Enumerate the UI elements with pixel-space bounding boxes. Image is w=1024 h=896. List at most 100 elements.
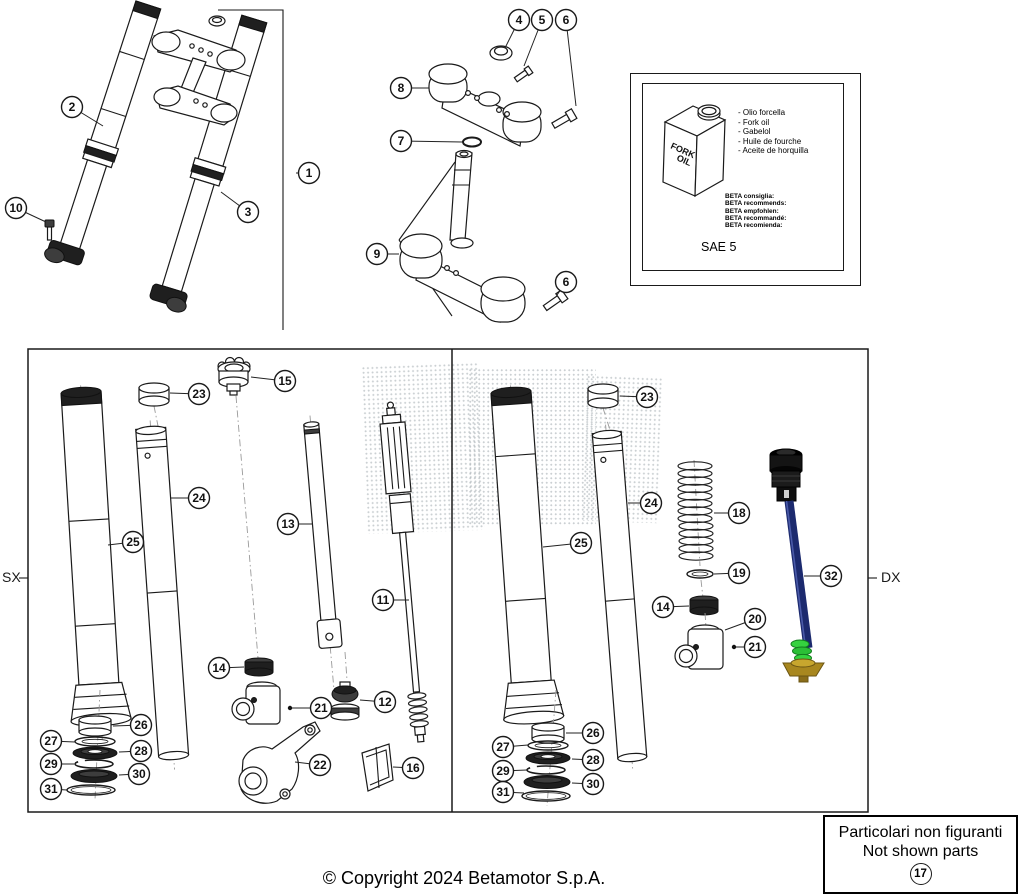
svg-text:28: 28 — [134, 744, 148, 758]
right-side-label: DX — [881, 569, 901, 585]
callout-15: 15 — [250, 369, 297, 393]
callout-32: 32 — [804, 564, 843, 588]
callout-26: 26 — [112, 713, 153, 737]
fork-oil-info-box: FORK OIL - Olio forcella - Fork oil - Ga… — [630, 73, 861, 286]
svg-text:19: 19 — [732, 566, 746, 580]
callout-21: 21 — [287, 696, 333, 720]
callout-31: 31 — [491, 780, 525, 804]
callout-14: 14 — [207, 656, 245, 680]
svg-text:30: 30 — [586, 777, 600, 791]
svg-text:27: 27 — [44, 734, 58, 748]
callout-7: 7 — [389, 129, 463, 153]
copyright-line: © Copyright 2024 Betamotor S.p.A. — [322, 868, 606, 888]
callout-6: 6 — [554, 270, 578, 296]
beta-recommendation-item: BETA recomienda: — [725, 222, 783, 230]
svg-text:5: 5 — [539, 13, 546, 27]
oil-name-item: - Gabelol — [738, 127, 771, 136]
callout-23: 23 — [619, 385, 659, 409]
callout-5: 5 — [523, 8, 554, 67]
callout-27: 27 — [491, 735, 529, 759]
callout-18: 18 — [714, 501, 751, 525]
svg-text:16: 16 — [406, 761, 420, 775]
front-fork-assembly-drawing — [44, 0, 268, 313]
callout-29: 29 — [491, 759, 528, 783]
svg-text:12: 12 — [378, 695, 392, 709]
not-shown-parts-box: Particolari non figuranti Not shown part… — [823, 815, 1018, 894]
callout-16: 16 — [392, 756, 425, 780]
oil-name-item: - Fork oil — [738, 117, 770, 127]
callout-1: 1 — [296, 161, 321, 185]
svg-text:23: 23 — [640, 390, 654, 404]
callout-layer: 2 10 3 14 5 6 8 7 9 6 23 15 24 25 13 11 14 12 21 22 16 26 27 28… — [4, 8, 843, 804]
cartridge-32-drawing — [769, 448, 825, 683]
callout-24: 24 — [628, 491, 663, 515]
callout-19: 19 — [713, 561, 751, 585]
beta-recommendation-list: BETA consiglia: BETA recommends: BETA em… — [725, 193, 786, 229]
callout-24: 24 — [171, 486, 211, 510]
svg-text:14: 14 — [212, 661, 226, 675]
svg-text:28: 28 — [586, 753, 600, 767]
callout-3: 3 — [220, 191, 260, 224]
svg-text:9: 9 — [374, 247, 381, 261]
svg-text:2: 2 — [69, 100, 76, 114]
callout-21: 21 — [731, 635, 767, 659]
parts-boxes — [19, 348, 877, 813]
svg-text:32: 32 — [824, 569, 838, 583]
svg-text:30: 30 — [132, 767, 146, 781]
callout-11: 11 — [371, 588, 409, 612]
svg-text:3: 3 — [245, 205, 252, 219]
callout-14: 14 — [651, 595, 690, 619]
callout-20: 20 — [724, 607, 767, 631]
oil-grade-label: SAE 5 — [701, 240, 737, 254]
svg-text:14: 14 — [656, 600, 670, 614]
callout-22: 22 — [294, 753, 332, 777]
svg-text:24: 24 — [192, 491, 206, 505]
callout-6: 6 — [554, 8, 578, 107]
svg-text:24: 24 — [644, 496, 658, 510]
callout-2: 2 — [60, 95, 104, 127]
svg-text:18: 18 — [732, 506, 746, 520]
svg-text:31: 31 — [44, 782, 58, 796]
svg-text:21: 21 — [748, 640, 762, 654]
triple-clamps-drawing — [398, 45, 578, 323]
beta-recommendation-item: BETA consiglia: — [725, 193, 775, 200]
svg-text:25: 25 — [126, 535, 140, 549]
svg-text:22: 22 — [313, 758, 327, 772]
svg-text:26: 26 — [134, 718, 148, 732]
callout-13: 13 — [276, 512, 313, 536]
beta-recommendation-item: BETA empfohlen: — [725, 207, 779, 215]
callout-30: 30 — [571, 772, 605, 796]
svg-text:29: 29 — [496, 764, 510, 778]
not-shown-line-italian: Particolari non figuranti — [838, 824, 1003, 841]
svg-text:23: 23 — [192, 387, 206, 401]
svg-text:27: 27 — [496, 740, 510, 754]
svg-text:25: 25 — [574, 536, 588, 550]
svg-text:31: 31 — [496, 785, 510, 799]
oil-name-item: - Huile de fourche — [738, 136, 802, 146]
callout-8: 8 — [389, 76, 429, 100]
sx-fork-leg-parts-drawing — [60, 356, 429, 804]
svg-text:10: 10 — [9, 201, 23, 215]
beta-recommendation-item: BETA recommends: — [725, 200, 787, 208]
svg-text:6: 6 — [563, 275, 570, 289]
callout-28: 28 — [571, 748, 605, 772]
bolt-10-drawing — [44, 219, 55, 241]
callout-17: 17 — [909, 863, 932, 885]
fork-oil-inner-box: FORK OIL - Olio forcella - Fork oil - Ga… — [642, 83, 844, 271]
svg-text:7: 7 — [398, 134, 405, 148]
svg-text:1: 1 — [306, 166, 313, 180]
callout-9: 9 — [365, 242, 399, 266]
svg-text:29: 29 — [44, 757, 58, 771]
callout-27: 27 — [39, 729, 76, 753]
not-shown-line-english: Not shown parts — [862, 843, 979, 860]
dx-fork-leg-parts-drawing — [490, 383, 825, 807]
svg-text:21: 21 — [314, 701, 328, 715]
callout-25: 25 — [542, 531, 593, 555]
callout-23: 23 — [169, 382, 211, 406]
callout-25: 25 — [107, 530, 145, 554]
oil-name-item: - Olio forcella — [738, 108, 786, 117]
svg-text:6: 6 — [563, 13, 570, 27]
svg-text:26: 26 — [586, 726, 600, 740]
